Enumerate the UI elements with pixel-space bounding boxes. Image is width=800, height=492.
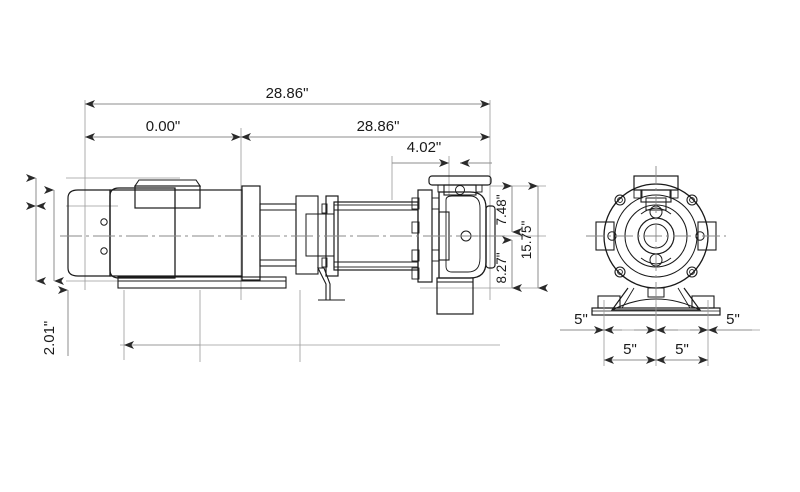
motor-base-rail bbox=[117, 276, 287, 289]
coupling-adapter bbox=[259, 195, 335, 275]
motor-terminal-box bbox=[133, 179, 202, 209]
dim-left-vertical-pair bbox=[26, 174, 64, 285]
end-view-centerlines bbox=[586, 166, 726, 330]
dim-motor-offset: 0.00" bbox=[85, 118, 241, 141]
discharge-flange bbox=[428, 175, 492, 196]
dim-discharge-height-label: 7.48" bbox=[494, 194, 509, 225]
support-leg bbox=[317, 267, 345, 301]
dim-overall-length: 28.86" bbox=[85, 85, 490, 108]
dim-suction-height-label: 8.27" bbox=[494, 252, 509, 283]
outboard-flange bbox=[485, 205, 496, 269]
dim-foot-right-outer-label: 5" bbox=[726, 311, 740, 328]
dim-overall-height-label: 15.75" bbox=[519, 221, 534, 260]
dim-motor-offset-label: 0.00" bbox=[146, 118, 181, 135]
suction-nozzle bbox=[436, 277, 474, 315]
dim-foot-right-inner-label: 5" bbox=[675, 341, 689, 358]
dim-discharge-offset-label: 4.02" bbox=[407, 139, 442, 156]
motor-body bbox=[67, 187, 243, 279]
dim-pump-length-label: 28.86" bbox=[357, 118, 400, 135]
dim-foot-left-outer-label: 5" bbox=[574, 311, 588, 328]
dim-pump-length: 28.86" bbox=[241, 118, 490, 141]
dim-suction-height: 8.27" bbox=[494, 236, 522, 292]
dim-base-height-label: 2.01" bbox=[41, 321, 58, 356]
dim-foot-left-outer: 5" bbox=[560, 311, 604, 334]
dim-foot-left-inner-label: 5" bbox=[623, 341, 637, 358]
dim-overall-height: 15.75" bbox=[519, 182, 548, 292]
dim-foot-right-outer: 5" bbox=[708, 311, 752, 334]
dim-discharge-height: 7.48" bbox=[494, 182, 522, 236]
dim-foot-right-inner: 5" bbox=[656, 341, 708, 364]
dimension-annotations: 28.86" 0.00" 28.86" 4.02" 7.48" 8.27" bbox=[26, 85, 752, 364]
dim-discharge-offset: 4.02" bbox=[392, 139, 492, 167]
dim-overall-length-label: 28.86" bbox=[266, 85, 309, 102]
dim-base-height: 2.01" bbox=[41, 286, 69, 356]
dim-foot-left-inner: 5" bbox=[604, 341, 656, 364]
